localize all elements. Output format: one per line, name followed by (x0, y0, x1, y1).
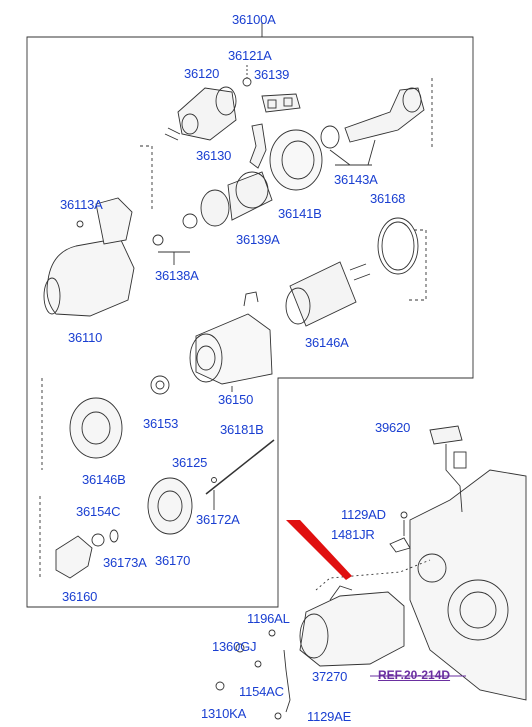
label-36173A[interactable]: 36173A (103, 555, 147, 570)
label-39620[interactable]: 39620 (375, 420, 411, 435)
label-36125[interactable]: 36125 (172, 455, 208, 470)
bearing-part (150, 375, 170, 395)
label-36139[interactable]: 36139 (254, 67, 290, 82)
label-1360GJ[interactable]: 1360GJ (212, 639, 257, 654)
starter-assembly (299, 585, 405, 667)
label-36139A[interactable]: 36139A (236, 232, 280, 247)
label-36160[interactable]: 36160 (62, 589, 98, 604)
label-36150[interactable]: 36150 (218, 392, 254, 407)
label-1129AD[interactable]: 1129AD (341, 507, 386, 522)
nut-part (242, 77, 252, 87)
front-housing-part (43, 197, 135, 317)
label-36153[interactable]: 36153 (143, 416, 179, 431)
label-1310KA[interactable]: 1310KA (201, 706, 247, 721)
callout-arrow (286, 520, 352, 580)
label-1481JR[interactable]: 1481JR (331, 527, 375, 542)
label-36100A[interactable]: 36100A (232, 12, 276, 27)
solenoid-part (164, 86, 237, 141)
label-1129AE[interactable]: 1129AE (307, 709, 352, 724)
armature-part (285, 261, 371, 327)
pinion-part (200, 171, 273, 227)
through-bolt-part (205, 439, 275, 495)
label-36146B[interactable]: 36146B (82, 472, 126, 487)
label-36113A[interactable]: 36113A (60, 197, 103, 212)
contact-part (261, 93, 301, 113)
lever-part (249, 123, 267, 169)
label-36138A[interactable]: 36138A (155, 268, 199, 283)
o-ring-part (377, 217, 419, 275)
rear-cover-part (147, 477, 193, 535)
engine-block (409, 469, 527, 701)
label-36172A[interactable]: 36172A (196, 512, 240, 527)
screw-part (76, 220, 84, 228)
bracket-part (55, 529, 119, 579)
label-1196AL[interactable]: 1196AL (247, 611, 290, 626)
label-36181B[interactable]: 36181B (220, 422, 264, 437)
label-36120[interactable]: 36120 (184, 66, 220, 81)
label-36130[interactable]: 36130 (196, 148, 232, 163)
yoke-part (189, 291, 273, 385)
label-1154AC[interactable]: 1154AC (239, 684, 284, 699)
reference-link[interactable]: REF.20-214D (378, 668, 451, 682)
label-36110[interactable]: 36110 (68, 330, 103, 345)
clip-part (152, 234, 164, 246)
label-36168[interactable]: 36168 (370, 191, 406, 206)
brush-holder-part (69, 397, 123, 459)
label-36143A[interactable]: 36143A (334, 172, 378, 187)
label-36141B[interactable]: 36141B (278, 206, 322, 221)
label-36154C[interactable]: 36154C (76, 504, 121, 519)
drive-shaft-part (320, 87, 425, 149)
housing-part (269, 129, 323, 191)
sensor-part (429, 425, 467, 513)
label-36121A[interactable]: 36121A (228, 48, 272, 63)
label-36170[interactable]: 36170 (155, 553, 191, 568)
assembly-outline (26, 36, 474, 608)
ring-part (182, 213, 198, 229)
label-36146A[interactable]: 36146A (305, 335, 349, 350)
label-37270[interactable]: 37270 (312, 669, 348, 684)
